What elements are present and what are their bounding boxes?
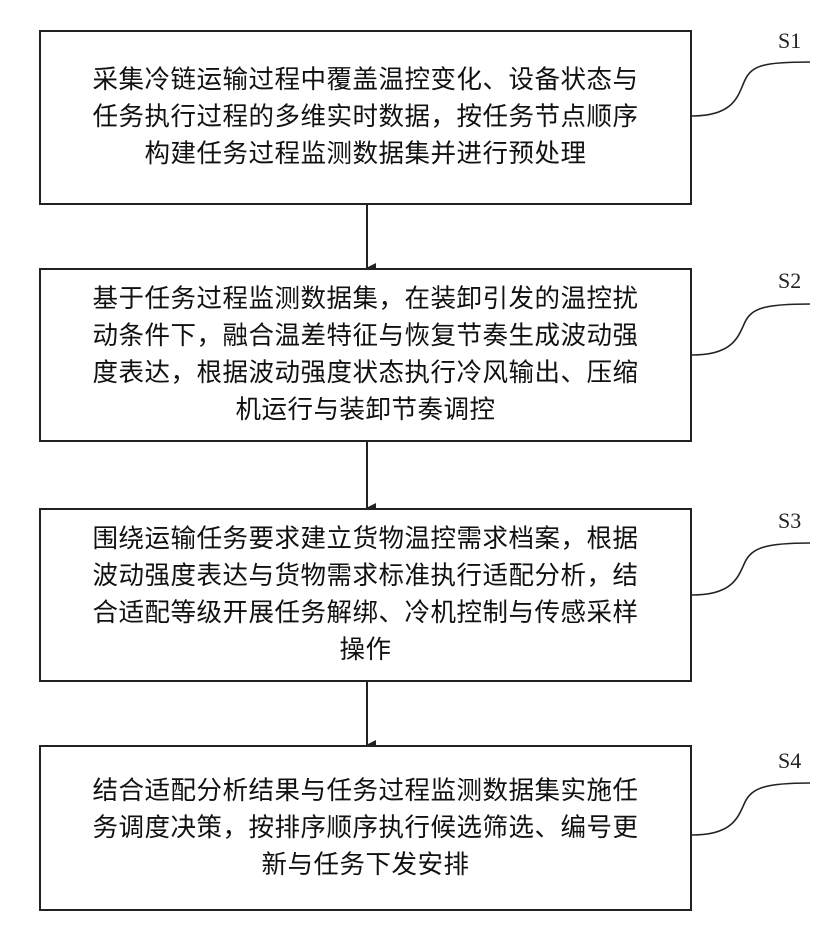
step-text-s1: 采集冷链运输过程中覆盖温控变化、设备状态与 任务执行过程的多维实时数据，按任务节…	[92, 62, 638, 173]
leader-line-s4	[692, 783, 810, 835]
step-label-s2: S2	[778, 268, 801, 294]
leader-line-s2	[692, 304, 810, 355]
step-label-s4: S4	[778, 748, 801, 774]
leader-line-s3	[692, 543, 810, 595]
step-box-s1: 采集冷链运输过程中覆盖温控变化、设备状态与 任务执行过程的多维实时数据，按任务节…	[39, 30, 692, 205]
step-text-s4: 结合适配分析结果与任务过程监测数据集实施任 务调度决策，按排序顺序执行候选筛选、…	[92, 773, 638, 884]
step-box-s2: 基于任务过程监测数据集，在装卸引发的温控扰 动条件下，融合温差特征与恢复节奏生成…	[39, 268, 692, 442]
step-box-s3: 围绕运输任务要求建立货物温控需求档案，根据 波动强度表达与货物需求标准执行适配分…	[39, 508, 692, 682]
step-label-s3: S3	[778, 508, 801, 534]
step-text-s2: 基于任务过程监测数据集，在装卸引发的温控扰 动条件下，融合温差特征与恢复节奏生成…	[92, 281, 638, 429]
step-label-s1: S1	[778, 28, 801, 54]
leader-line-s1	[692, 62, 810, 116]
step-box-s4: 结合适配分析结果与任务过程监测数据集实施任 务调度决策，按排序顺序执行候选筛选、…	[39, 745, 692, 911]
step-text-s3: 围绕运输任务要求建立货物温控需求档案，根据 波动强度表达与货物需求标准执行适配分…	[92, 521, 638, 669]
